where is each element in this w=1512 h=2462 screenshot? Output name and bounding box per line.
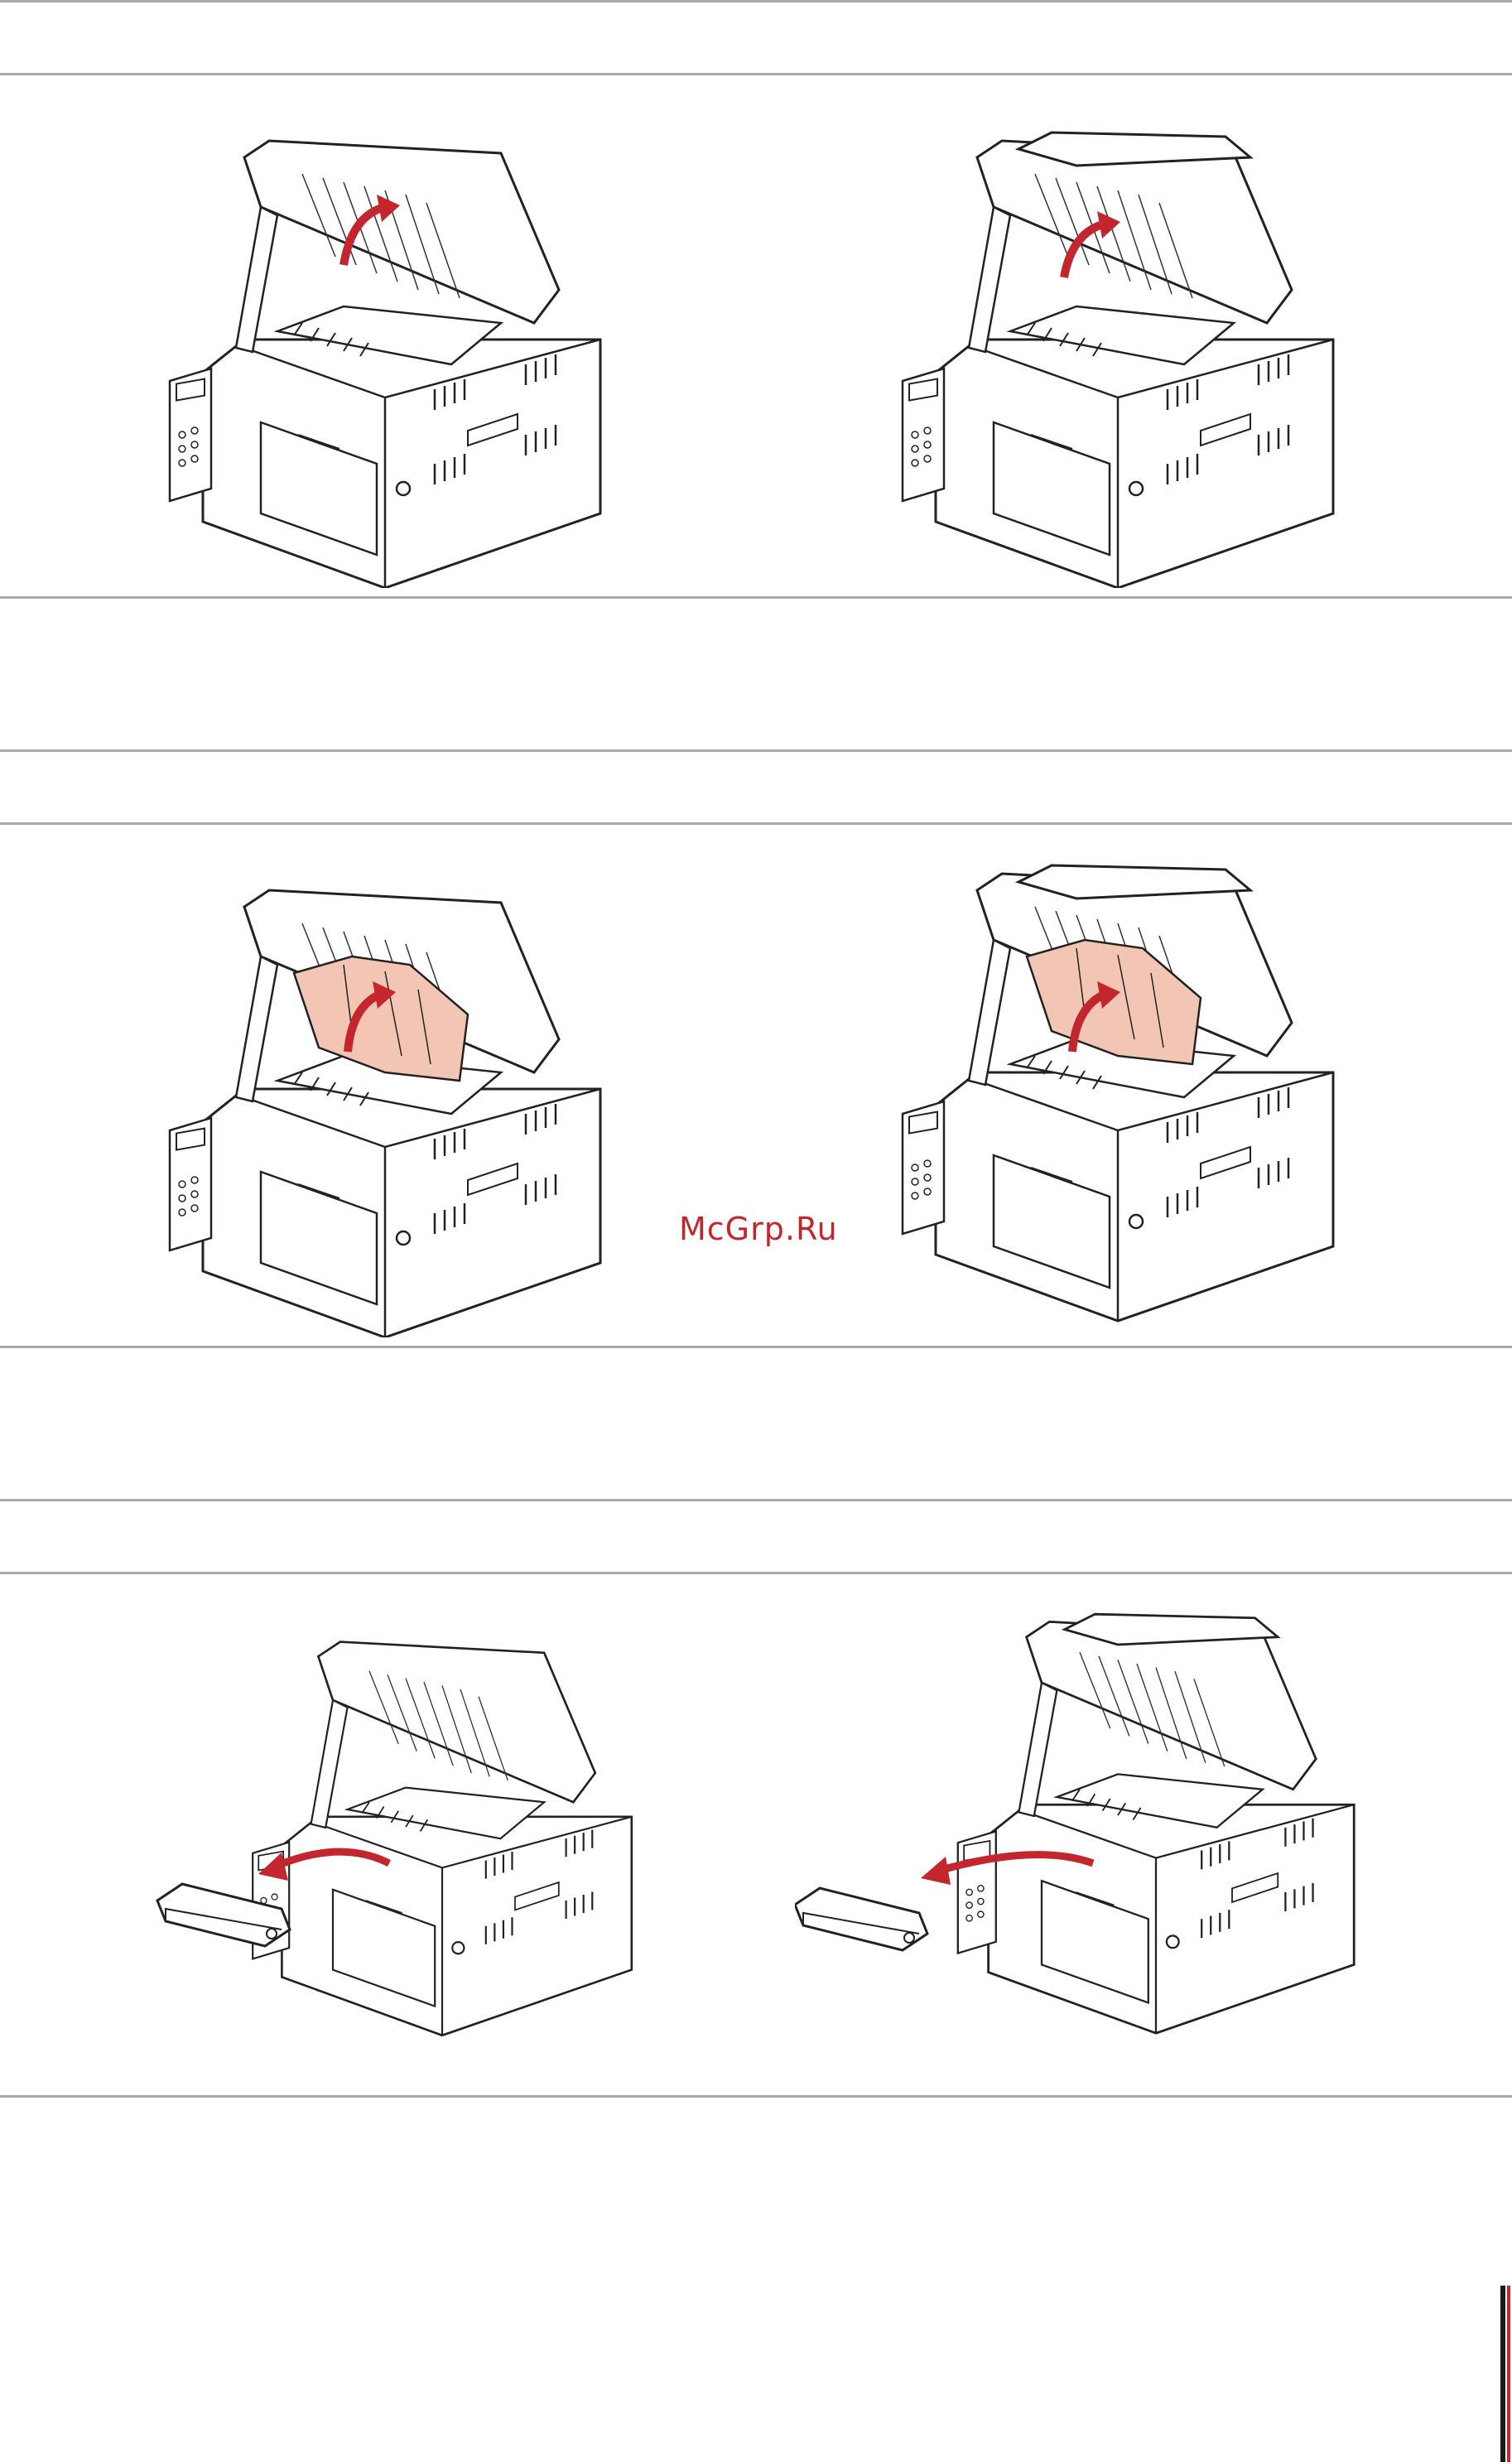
figure-step3-left: [149, 1627, 662, 2074]
watermark: McGrp.Ru: [679, 1211, 838, 1247]
figure-step1-left: [137, 124, 633, 588]
divider-rule: [0, 2095, 1512, 2098]
figure-step2-right: [869, 857, 1366, 1337]
divider-rule: [0, 1499, 1512, 1501]
divider-rule: [0, 749, 1512, 752]
figure-step3-right: [795, 1607, 1391, 2079]
figure-step2-left: [137, 874, 633, 1337]
divider-rule: [0, 822, 1512, 825]
page-edge-mark-accent: [1507, 2286, 1510, 2462]
divider-rule: [0, 596, 1512, 599]
divider-rule: [0, 1346, 1512, 1348]
page-edge-mark: [1500, 2286, 1505, 2462]
divider-rule: [0, 1572, 1512, 1574]
figure-step1-right: [869, 124, 1366, 588]
divider-rule: [0, 0, 1512, 2]
divider-rule: [0, 73, 1512, 75]
